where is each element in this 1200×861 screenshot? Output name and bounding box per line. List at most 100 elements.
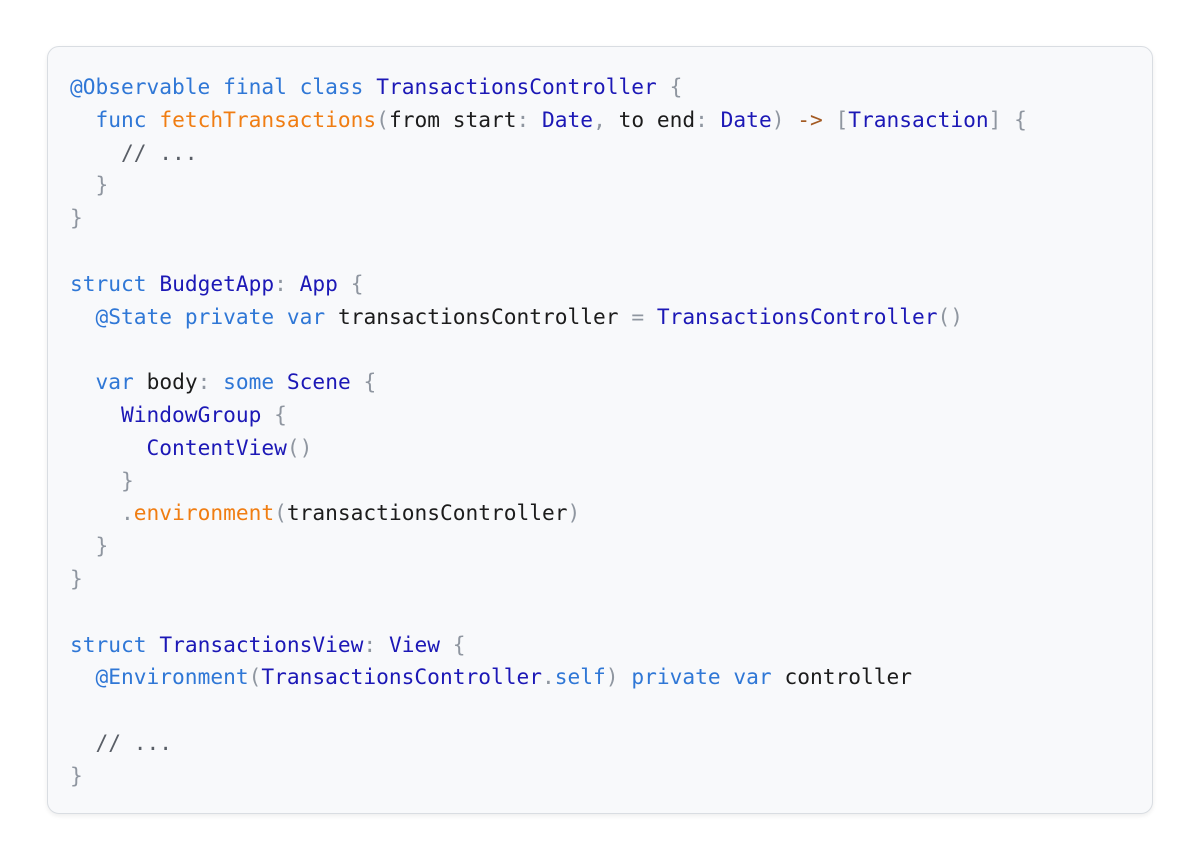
function-token: environment [133, 500, 275, 526]
attribute-token: @State [95, 303, 173, 329]
comment-token: // ... [121, 139, 198, 165]
punctuation-token: ( [248, 664, 262, 690]
type-token: TransactionsView [159, 631, 364, 657]
code-line: @Observable final class TransactionsCont… [70, 71, 1027, 104]
identifier-token [274, 369, 287, 394]
punctuation-token: } [70, 205, 83, 231]
identifier-token: transactionsController [337, 303, 619, 329]
punctuation-token: : [516, 106, 530, 132]
punctuation-token: } [70, 762, 83, 788]
code-line: } [70, 465, 1027, 498]
identifier-token [287, 74, 300, 99]
type-token: Transaction [848, 106, 989, 132]
identifier-token [210, 74, 223, 99]
punctuation-token: , [593, 106, 606, 132]
type-token: TransactionsController [376, 74, 657, 99]
identifier-token [823, 107, 836, 132]
identifier-token [772, 664, 785, 689]
punctuation-token: { [274, 401, 287, 427]
punctuation-token: () [286, 434, 313, 460]
punctuation-token: . [542, 664, 555, 690]
identifier-token [70, 402, 121, 427]
identifier-token [529, 107, 542, 132]
punctuation-token: ] [988, 106, 1002, 132]
punctuation-token: } [95, 533, 109, 559]
code-block: @Observable final class TransactionsCont… [47, 46, 1153, 814]
code-line: } [70, 760, 1027, 793]
code-line: } [70, 202, 1027, 235]
code-line: func fetchTransactions(from start: Date,… [70, 104, 1027, 137]
punctuation-token: } [121, 467, 134, 493]
type-token: TransactionsController [261, 664, 542, 690]
keyword-token: struct [70, 270, 147, 296]
identifier-token: body [146, 369, 198, 395]
identifier-token: controller [784, 664, 912, 690]
identifier-token: transactionsController [286, 500, 568, 526]
keyword-token: struct [70, 631, 147, 657]
identifier-token [147, 271, 160, 296]
identifier-token [644, 304, 657, 329]
identifier-token [784, 107, 797, 132]
keyword-token: var [733, 664, 772, 690]
code-line: WindowGroup { [70, 399, 1027, 432]
identifier-token [274, 304, 287, 329]
type-token: ContentView [146, 434, 287, 460]
keyword-token: some [223, 369, 275, 395]
code-line: @Environment(TransactionsController.self… [70, 661, 1027, 694]
operator-token: -> [797, 106, 823, 132]
code-line: var body: some Scene { [70, 366, 1027, 399]
code-line: struct BudgetApp: App { [70, 268, 1027, 301]
identifier-token [70, 435, 147, 460]
keyword-token: func [95, 106, 147, 132]
keyword-token: var [286, 303, 326, 329]
punctuation-token: { [363, 369, 377, 395]
identifier-token [619, 304, 632, 329]
attribute-token: @Environment [95, 664, 249, 690]
identifier-token [606, 107, 619, 132]
punctuation-token: ) [567, 500, 581, 526]
identifier-token [261, 402, 274, 427]
type-token: TransactionsController [656, 303, 938, 329]
identifier-token [172, 304, 185, 329]
punctuation-token: : [274, 270, 287, 296]
keyword-token: class [299, 74, 364, 99]
identifier-token [70, 533, 96, 558]
type-token: View [388, 631, 440, 657]
punctuation-token: ( [376, 106, 389, 132]
punctuation-token: { [1014, 106, 1027, 132]
identifier-token [70, 730, 96, 755]
punctuation-token: : [695, 106, 708, 132]
identifier-token [70, 304, 96, 329]
punctuation-token: : [363, 631, 377, 657]
type-token: BudgetApp [159, 270, 275, 296]
keyword-token: final [223, 74, 287, 99]
type-token: Scene [286, 369, 351, 395]
punctuation-token: : [197, 369, 211, 395]
punctuation-token: = [631, 303, 645, 329]
identifier-token [325, 304, 338, 329]
code-line: // ... [70, 727, 1027, 760]
keyword-token: var [95, 369, 134, 395]
identifier-token [70, 369, 96, 394]
code-listing: @Observable final class TransactionsCont… [70, 71, 1027, 793]
code-line: ​ [70, 235, 1027, 268]
punctuation-token: ) [771, 106, 785, 132]
type-token: Date [720, 106, 772, 132]
identifier-token [147, 107, 160, 132]
function-token: fetchTransactions [159, 106, 377, 132]
punctuation-token: } [95, 172, 109, 198]
identifier-token [70, 172, 96, 197]
punctuation-token: [ [835, 106, 849, 132]
identifier-token [70, 664, 96, 689]
identifier-token [210, 369, 223, 394]
keyword-token: self [554, 664, 606, 690]
code-line: .environment(transactionsController) [70, 497, 1027, 530]
code-line: } [70, 530, 1027, 563]
punctuation-token: { [350, 270, 364, 296]
punctuation-token: { [452, 631, 466, 657]
identifier-token [70, 468, 121, 493]
punctuation-token: { [669, 74, 683, 99]
identifier-token [287, 271, 300, 296]
code-line: ​ [70, 694, 1027, 727]
identifier-token [147, 632, 160, 657]
